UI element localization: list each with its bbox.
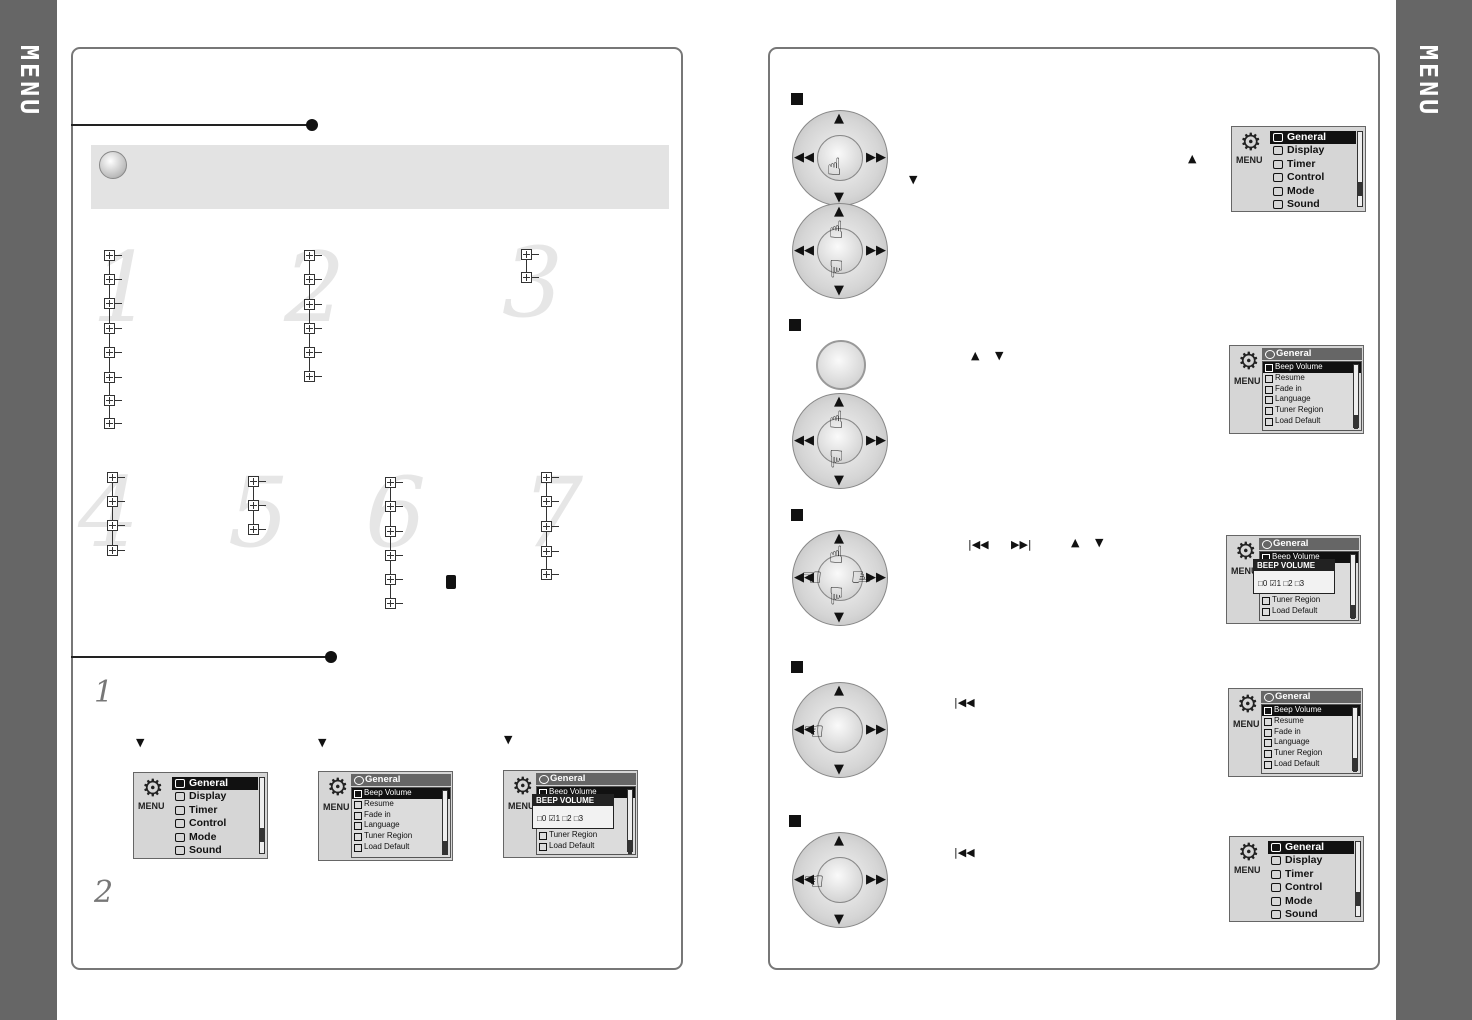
tree-number: 7 bbox=[522, 457, 584, 569]
hand-icon: ☝ bbox=[846, 569, 875, 585]
hand-icon: ☝ bbox=[827, 153, 842, 181]
menu-item: Mode bbox=[172, 831, 258, 844]
right-sidebar: MENU bbox=[1396, 0, 1472, 1020]
gear-icon: ⚙ bbox=[1238, 839, 1260, 866]
menu-tree-7 bbox=[541, 472, 563, 582]
section-dot bbox=[306, 119, 318, 131]
lcd-general-menu: ⚙ MENU General Beep Volume Resume Fade i… bbox=[1229, 345, 1364, 434]
lcd-main-menu: ⚙ MENU General Display Timer Control Mod… bbox=[133, 772, 268, 859]
section-marker bbox=[791, 93, 803, 105]
prev-icon: |◀◀ bbox=[968, 538, 989, 551]
menu-item: Control bbox=[172, 817, 258, 830]
next-icon: ▶▶| bbox=[1011, 538, 1032, 551]
lcd-general-menu: ⚙ MENU General Beep Volume Resume Fade i… bbox=[318, 771, 453, 861]
down-arrow-icon: ▼ bbox=[909, 173, 918, 186]
section-marker bbox=[789, 815, 801, 827]
section-marker bbox=[791, 509, 803, 521]
gear-icon: ⚙ bbox=[512, 773, 534, 800]
lcd-beep-popup: ⚙ MENU General Beep Volume Resume Fade i… bbox=[1226, 535, 1361, 624]
lcd-general-menu: ⚙ MENU General Beep Volume Resume Fade i… bbox=[1228, 688, 1363, 777]
button-icon bbox=[446, 575, 456, 589]
gear-icon: ⚙ bbox=[1235, 538, 1257, 565]
hand-icon: ☝ bbox=[829, 541, 844, 569]
tree-number: 3 bbox=[502, 227, 564, 339]
menu-item: Sound bbox=[172, 844, 258, 857]
prev-icon: |◀◀ bbox=[954, 696, 975, 709]
section-rule bbox=[71, 124, 311, 126]
menu-tree-6 bbox=[385, 477, 407, 612]
step-number: 1 bbox=[94, 675, 114, 710]
gear-icon: ⚙ bbox=[1237, 691, 1259, 718]
hand-icon: ☝ bbox=[798, 569, 827, 585]
lightbulb-icon bbox=[99, 151, 127, 179]
menu-tree-1 bbox=[104, 250, 126, 430]
section-marker bbox=[791, 661, 803, 673]
nav-wheel[interactable]: ▲▼ ◀◀▶▶ ☝ ☝ bbox=[792, 203, 888, 299]
menu-item: General bbox=[172, 777, 258, 791]
gear-icon: ⚙ bbox=[142, 775, 164, 802]
up-arrow-icon: ▲ bbox=[1188, 152, 1197, 165]
left-sidebar: MENU bbox=[0, 0, 57, 1020]
hand-icon: ☝ bbox=[829, 254, 844, 282]
up-arrow-icon: ▲ bbox=[971, 349, 980, 362]
menu-item: Display bbox=[172, 790, 258, 803]
sidebar-label: MENU bbox=[15, 45, 44, 118]
lcd-main-menu: ⚙ MENU General Display Timer Control Mod… bbox=[1231, 126, 1366, 212]
gear-icon: ⚙ bbox=[327, 774, 349, 801]
nav-wheel[interactable]: ▲▼ ◀◀▶▶ ☝ ☝ ☝ ☝ bbox=[792, 530, 888, 626]
gear-icon: ⚙ bbox=[1240, 129, 1262, 156]
gear-icon: ⚙ bbox=[1238, 348, 1260, 375]
nav-wheel[interactable]: ▲▼ ◀◀▶▶ ☝ bbox=[792, 682, 888, 778]
step-number: 2 bbox=[94, 875, 114, 910]
hand-icon: ☝ bbox=[800, 723, 829, 739]
hand-icon: ☝ bbox=[829, 406, 844, 434]
down-arrow-icon: ▼ bbox=[995, 349, 1004, 362]
tree-number: 1 bbox=[92, 232, 154, 344]
nav-wheel[interactable]: ▲▼ ◀◀▶▶ ☝ ☝ bbox=[792, 393, 888, 489]
section-dot bbox=[325, 651, 337, 663]
menu-tree-3 bbox=[521, 249, 543, 285]
down-arrow-icon: ▼ bbox=[504, 733, 513, 746]
hand-icon: ☝ bbox=[829, 581, 844, 609]
down-arrow-icon: ▼ bbox=[136, 736, 145, 749]
menu-tree-5 bbox=[248, 476, 270, 536]
section-marker bbox=[789, 319, 801, 331]
prev-icon: |◀◀ bbox=[954, 846, 975, 859]
nav-wheel[interactable]: ▲▼ ◀◀▶▶ ☝ bbox=[792, 832, 888, 928]
hand-icon: ☝ bbox=[800, 873, 829, 889]
up-arrow-icon: ▲ bbox=[1071, 536, 1080, 549]
menu-tree-4 bbox=[107, 472, 129, 557]
down-arrow-icon: ▼ bbox=[1095, 536, 1104, 549]
hand-icon: ☝ bbox=[829, 216, 844, 244]
sidebar-label: MENU bbox=[1414, 45, 1443, 118]
menu-item: Timer bbox=[172, 804, 258, 817]
lcd-main-menu: ⚙ MENU General Display Timer Control Mod… bbox=[1229, 836, 1364, 922]
note-box bbox=[91, 145, 669, 209]
lcd-beep-popup: ⚙ MENU General Beep Volume Resume Fade i… bbox=[503, 770, 638, 858]
hand-icon: ☝ bbox=[829, 444, 844, 472]
nav-wheel[interactable]: ▲▼ ◀◀▶▶ ☝ bbox=[792, 110, 888, 206]
center-button[interactable] bbox=[816, 340, 866, 390]
section-rule bbox=[71, 656, 331, 658]
menu-tree-2 bbox=[304, 250, 326, 385]
down-arrow-icon: ▼ bbox=[318, 736, 327, 749]
